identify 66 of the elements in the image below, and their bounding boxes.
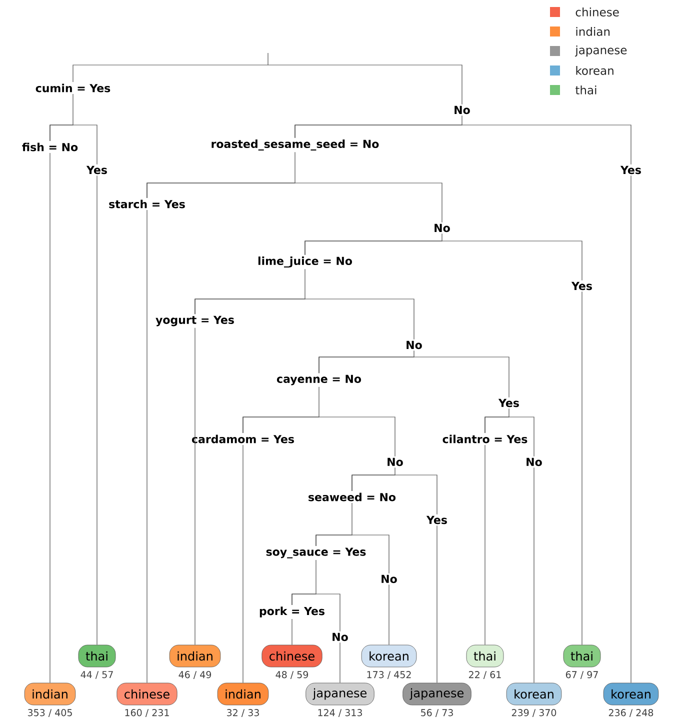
- leaf-box: japanese: [402, 682, 472, 706]
- leaf-box: korean: [506, 682, 562, 706]
- edge-label: No: [524, 456, 544, 468]
- leaf-count: 56 / 73: [421, 709, 453, 717]
- split-label: lime_juice = No: [256, 255, 354, 269]
- leaf-count: 44 / 57: [80, 671, 113, 679]
- tree-branch: [294, 124, 632, 684]
- legend-label: thai: [576, 86, 596, 94]
- leaf-count: 22 / 61: [468, 671, 501, 679]
- leaf-count: 353 / 405: [28, 709, 72, 717]
- legend-label: indian: [576, 27, 610, 36]
- split-label: cayenne = No: [275, 373, 363, 387]
- edge-label: Yes: [497, 397, 521, 409]
- edge-label: No: [432, 222, 452, 234]
- edge-label: No: [452, 104, 472, 116]
- leaf-count: 124 / 313: [318, 709, 362, 717]
- tree-branch: [242, 444, 244, 684]
- split-label: cardamom = Yes: [190, 433, 296, 445]
- edge-label: No: [404, 339, 424, 351]
- legend-label: korean: [576, 66, 614, 75]
- split-label: seaweed = No: [306, 491, 398, 503]
- tree-branch: [50, 124, 98, 646]
- split-label: starch = Yes: [107, 198, 187, 210]
- tree-branch: [484, 416, 534, 684]
- edge-label: Yes: [570, 280, 594, 292]
- split-label: cumin = Yes: [34, 82, 112, 94]
- leaf-box: thai: [563, 644, 601, 668]
- split-label: cilantro = Yes: [440, 433, 530, 445]
- tree-branch: [194, 328, 196, 646]
- leaf-count: 239 / 370: [512, 709, 556, 717]
- leaf-box: indian: [169, 644, 221, 668]
- legend-label: chinese: [576, 8, 619, 16]
- leaf-box: thai: [78, 644, 116, 668]
- tree-branch: [304, 240, 582, 646]
- split-label: pork = Yes: [258, 605, 326, 619]
- leaf-count: 32 / 33: [227, 709, 259, 717]
- leaf-box: chinese: [116, 682, 178, 706]
- tree-branch: [352, 474, 438, 684]
- split-label: yogurt = Yes: [154, 314, 236, 328]
- edge-label: No: [385, 456, 405, 468]
- edge-label: No: [330, 631, 350, 643]
- legend-label: japanese: [575, 45, 627, 57]
- tree-branch: [484, 444, 486, 646]
- leaf-count: 173 / 452: [367, 671, 411, 679]
- edge-label: Yes: [425, 514, 449, 526]
- leaf-count: 48 / 59: [276, 671, 308, 679]
- leaf-count: 46 / 49: [178, 671, 212, 679]
- edge-label: No: [379, 573, 399, 585]
- split-label: fish = No: [20, 141, 80, 153]
- tree-branch: [292, 594, 340, 684]
- leaf-box: chinese: [262, 644, 322, 668]
- leaf-box: japanese: [306, 682, 374, 706]
- leaf-count: 236 / 248: [608, 709, 654, 717]
- split-label: roasted_sesame_seed = No: [209, 138, 381, 152]
- leaf-box: indian: [24, 682, 76, 706]
- leaf-count: 160 / 231: [125, 709, 169, 717]
- edge-label: Yes: [619, 164, 643, 176]
- leaf-box: korean: [361, 644, 417, 668]
- edge-label: Yes: [85, 164, 109, 176]
- leaf-box: korean: [603, 682, 659, 706]
- leaf-count: 67 / 97: [566, 671, 598, 679]
- leaf-box: indian: [217, 682, 269, 706]
- split-label: soy_sauce = Yes: [264, 546, 368, 560]
- tree-branch: [316, 534, 390, 646]
- leaf-box: thai: [466, 644, 504, 668]
- tree-branch: [146, 210, 148, 684]
